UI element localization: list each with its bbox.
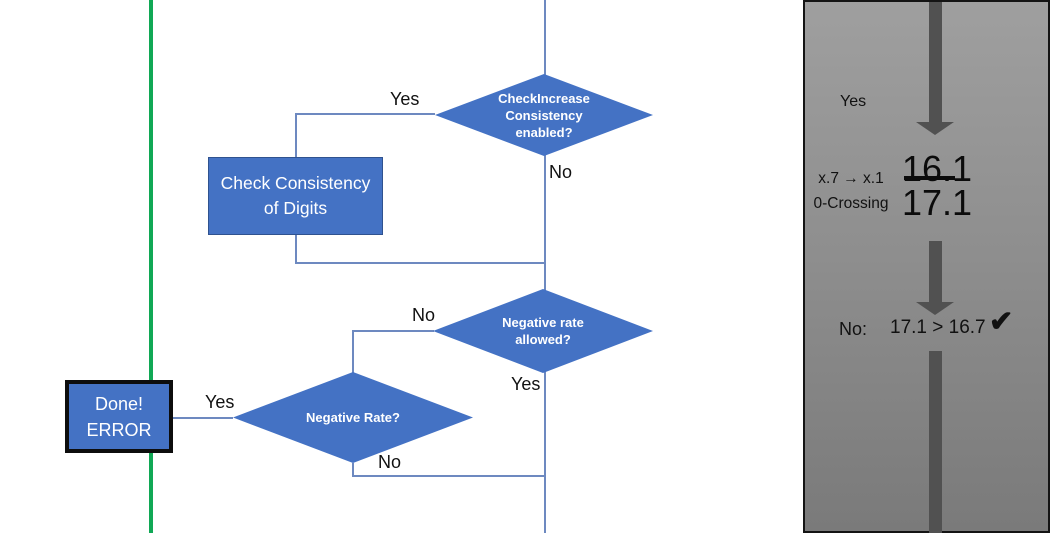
checkmark-icon: ✔ [989, 306, 1014, 338]
strikethrough-line [904, 176, 955, 180]
annotation-panel: Yes x.7 → x.1 0-Crossing 16.1 17.1 No: 1… [803, 0, 1050, 533]
green-guide-line [149, 0, 153, 533]
decision-negative-rate-allowed-label: Negative rate allowed? [502, 315, 584, 347]
zero-crossing-note-line2: 0-Crossing [813, 195, 889, 212]
value-struck: 16.1 [902, 148, 973, 189]
main-vertical-connector [544, 0, 546, 533]
value-corrected: 17.1 [902, 182, 973, 223]
connector-d2-no-horizontal [352, 330, 434, 332]
decision-check-increase: CheckIncrease Consistency enabled? [435, 74, 653, 156]
branch-label-yes-d3: Yes [205, 392, 235, 412]
terminal-done-error-label: Done! ERROR [86, 393, 152, 440]
connector-d1-yes-vertical [295, 113, 297, 158]
zero-crossing-note-line1: x.7 → x.1 [818, 170, 884, 187]
panel-yes-label: Yes [840, 93, 867, 110]
down-arrow-icon [929, 241, 942, 303]
connector-d1-yes-horizontal [295, 113, 435, 115]
connector-d2-no-vertical [352, 330, 354, 373]
corrected-values: 16.1 17.1 [902, 148, 973, 223]
terminal-done-error: Done! ERROR [65, 380, 173, 453]
down-arrow-icon [929, 351, 942, 533]
down-arrow-head-icon [916, 302, 954, 315]
connector-d3-yes-horizontal [172, 417, 233, 419]
connector-d3-no-vertical [352, 463, 354, 476]
branch-label-no-d1: No [549, 162, 573, 182]
branch-label-no-d3: No [378, 452, 402, 472]
process-check-consistency: Check Consistency of Digits [208, 157, 383, 235]
down-arrow-head-icon [916, 122, 954, 135]
zero-crossing-note: x.7 → x.1 0-Crossing [805, 166, 897, 216]
decision-negative-rate-allowed: Negative rate allowed? [433, 289, 653, 373]
branch-label-yes-d2: Yes [511, 374, 541, 394]
decision-negative-rate: Negative Rate? [233, 372, 473, 463]
decision-check-increase-label: CheckIncrease Consistency enabled? [498, 90, 590, 140]
decision-negative-rate-label: Negative Rate? [306, 410, 400, 425]
connector-process-out-vertical [295, 235, 297, 263]
branch-label-yes-d1: Yes [390, 89, 420, 109]
branch-label-no-d2: No [412, 305, 436, 325]
connector-d3-no-horizontal [352, 475, 546, 477]
process-check-consistency-label: Check Consistency of Digits [220, 173, 371, 218]
panel-no-label: No: [839, 319, 868, 339]
down-arrow-icon [929, 2, 942, 123]
connector-process-out-horizontal [295, 262, 545, 264]
comparison-text: 17.1 > 16.7 [890, 317, 986, 338]
